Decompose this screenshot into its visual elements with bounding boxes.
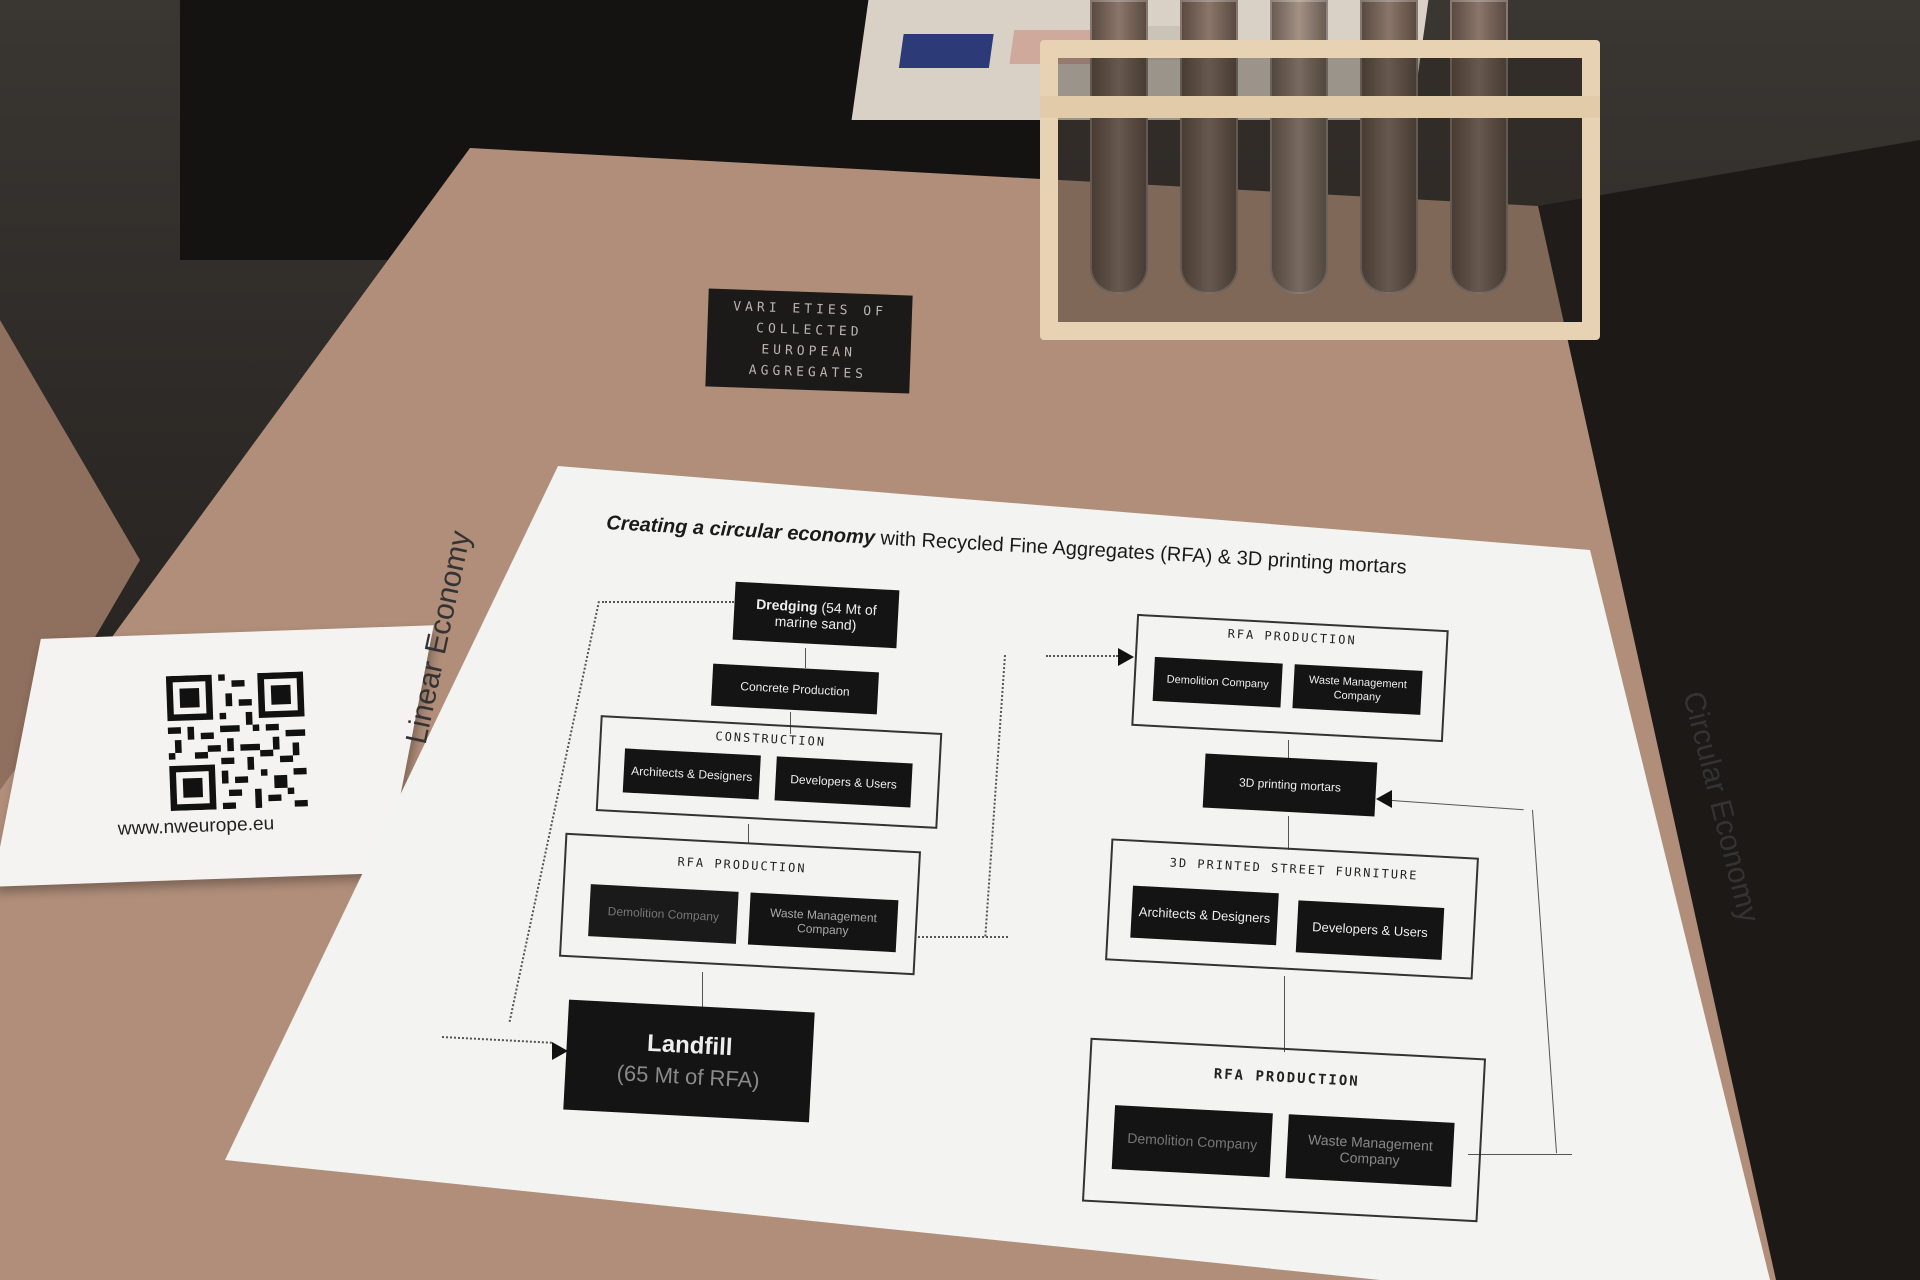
waste-management-box: Waste Management Company: [747, 892, 899, 953]
linear-loop-top: [602, 601, 734, 603]
connector: [1288, 816, 1289, 850]
rack-frame: [1040, 40, 1600, 340]
3d-printing-mortars-box: 3D printing mortars: [1202, 753, 1378, 817]
connector: [748, 824, 749, 844]
aggregates-sign: VARI ETIES OF COLLECTED EUROPEAN AGGREGA…: [705, 288, 913, 394]
dredging-bold: Dredging: [755, 595, 818, 616]
arrow-to-landfill: [552, 1042, 568, 1060]
rfa-production-frame-top: RFA PRODUCTION Demolition Company Waste …: [1131, 613, 1449, 743]
landfill-box: Landfill (65 Mt of RFA): [563, 999, 815, 1123]
developers-box: Developers & Users: [1295, 900, 1445, 960]
arrow-feedback-to-mortars: [1376, 790, 1392, 808]
connector: [1288, 740, 1289, 760]
landfill-title: Landfill: [646, 1029, 734, 1062]
waste-management-box: Waste Management Company: [1292, 664, 1423, 715]
sign-line: AGGREGATES: [748, 362, 868, 383]
waste-management-box: Waste Management Company: [1285, 1114, 1455, 1187]
street-furniture-header: 3D PRINTED STREET FURNITURE: [1169, 855, 1419, 883]
street-furniture-frame: 3D PRINTED STREET FURNITURE Architects &…: [1105, 838, 1479, 980]
rfa-production-frame-bottom: RFA PRODUCTION Demolition Company Waste …: [1081, 1037, 1487, 1223]
demolition-box: Demolition Company: [588, 884, 739, 944]
rfa-production-header: RFA PRODUCTION: [1213, 1066, 1361, 1090]
sign-line: VARI ETIES OF: [733, 299, 888, 320]
link-linear-to-circular: [918, 936, 1008, 938]
link-top: [1046, 655, 1118, 657]
landfill-subtitle: (65 Mt of RFA): [616, 1060, 761, 1093]
rack-top-bar: [1040, 96, 1600, 118]
connector: [1284, 976, 1285, 1052]
demolition-box: Demolition Company: [1152, 656, 1283, 708]
swatch-blue: [898, 34, 994, 68]
demolition-box: Demolition Company: [1111, 1105, 1273, 1178]
connector: [702, 972, 703, 1008]
qr-code[interactable]: [150, 671, 324, 812]
construction-frame: CONSTRUCTION Architects & Designers Deve…: [595, 715, 943, 829]
qr-card: www.nweurope.eu: [0, 625, 434, 887]
rfa-production-header: RFA PRODUCTION: [677, 854, 807, 876]
test-tube-rack: [1040, 0, 1600, 350]
architects-box: Architects & Designers: [1130, 885, 1279, 946]
arrow-to-rfa-production: [1118, 648, 1134, 666]
architects-box: Architects & Designers: [622, 748, 761, 800]
qr-url[interactable]: www.nweurope.eu: [117, 813, 275, 840]
feedback-bottom: [1468, 1154, 1572, 1155]
connector: [805, 648, 806, 668]
rfa-production-frame-linear: RFA PRODUCTION Demolition Company Waste …: [558, 832, 922, 976]
developers-box: Developers & Users: [774, 756, 913, 808]
dredging-box: Dredging (54 Mt of marine sand): [732, 581, 900, 649]
concrete-production-box: Concrete Production: [711, 663, 879, 715]
sign-line: COLLECTED: [755, 321, 863, 340]
connector: [790, 712, 791, 734]
sign-line: EUROPEAN: [761, 342, 857, 361]
